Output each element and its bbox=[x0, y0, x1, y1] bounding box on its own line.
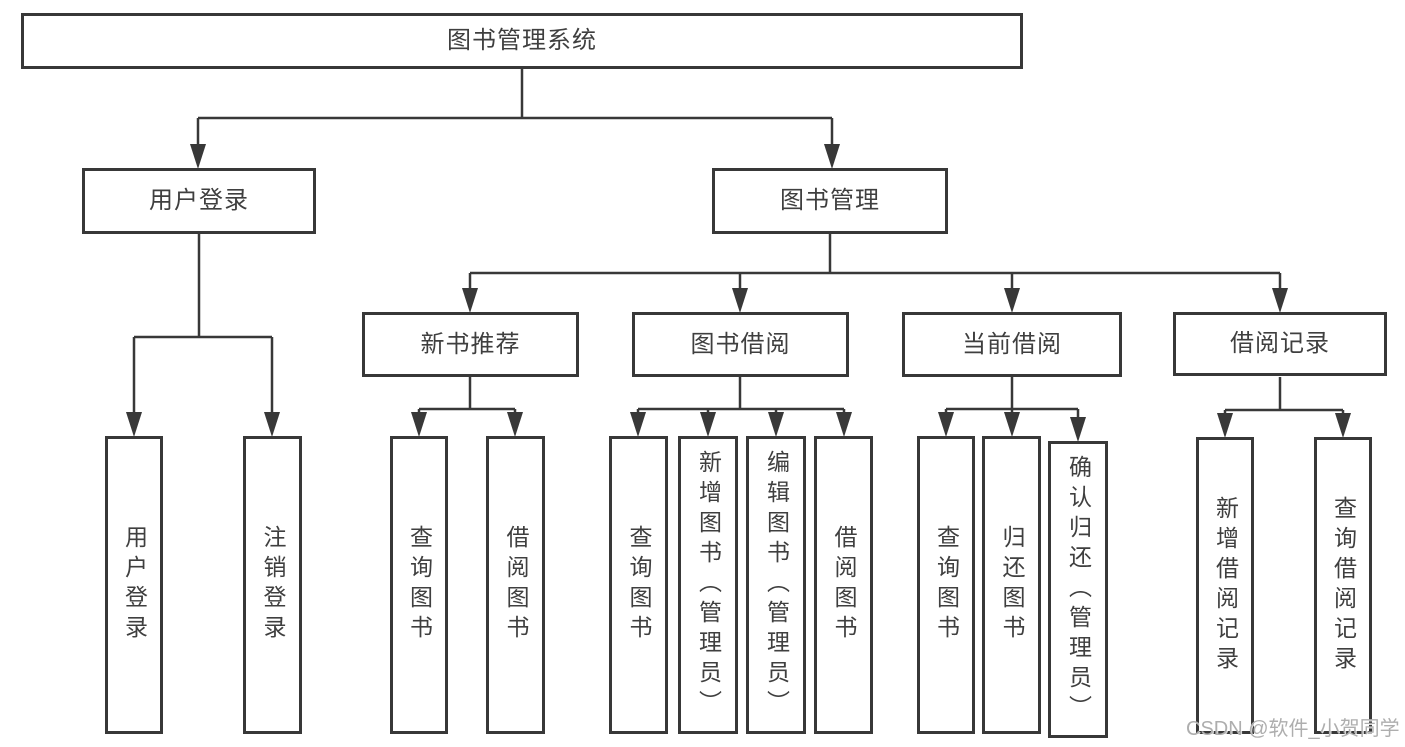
leaf-br-query-record: 查询借阅记录 bbox=[1314, 437, 1372, 734]
node-borrow-records: 借阅记录 bbox=[1173, 312, 1387, 376]
node-user-login: 用户登录 bbox=[82, 168, 316, 234]
node-new-book-recommend: 新书推荐 bbox=[362, 312, 579, 377]
leaf-user-login: 用户登录 bbox=[105, 436, 163, 734]
leaf-bb-query-books: 查询图书 bbox=[609, 436, 668, 734]
leaf-bb-edit-books-admin: 编辑图书（管理员） bbox=[746, 436, 806, 734]
node-current-borrowing: 当前借阅 bbox=[902, 312, 1122, 377]
node-system: 图书管理系统 bbox=[21, 13, 1023, 69]
leaf-cb-return-books: 归还图书 bbox=[982, 436, 1041, 734]
arrowhead-icons bbox=[126, 144, 1351, 442]
node-book-management: 图书管理 bbox=[712, 168, 948, 234]
leaf-bb-borrow-books: 借阅图书 bbox=[814, 436, 873, 734]
leaf-cb-confirm-return-admin: 确认归还（管理员） bbox=[1048, 441, 1108, 738]
leaf-rec-query-books: 查询图书 bbox=[390, 436, 448, 734]
leaf-bb-add-books-admin: 新增图书（管理员） bbox=[678, 436, 738, 734]
leaf-br-add-record: 新增借阅记录 bbox=[1196, 437, 1254, 734]
leaf-cb-query-books: 查询图书 bbox=[917, 436, 975, 734]
node-book-borrowing: 图书借阅 bbox=[632, 312, 849, 377]
leaf-logout: 注销登录 bbox=[243, 436, 302, 734]
leaf-rec-borrow-books: 借阅图书 bbox=[486, 436, 545, 734]
